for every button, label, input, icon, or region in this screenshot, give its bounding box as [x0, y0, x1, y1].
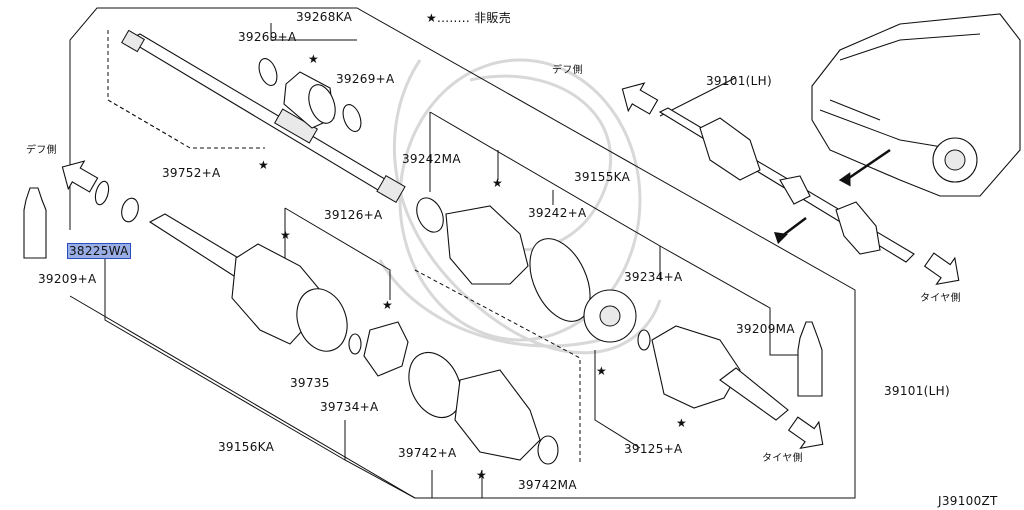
part-39209ma[interactable]: 39209MA	[736, 322, 795, 336]
watermark-logo	[378, 58, 662, 355]
not-sold-star: ★	[492, 176, 504, 190]
part-39735[interactable]: 39735	[290, 376, 330, 390]
assembled-axle	[658, 77, 915, 263]
part-39101-lh-right[interactable]: 39101(LH)	[884, 384, 950, 398]
diff-side-label-left: デフ側	[26, 145, 57, 156]
legend-star-text: ★........ 非販売	[426, 11, 511, 25]
part-39269-a-right[interactable]: 39269+A	[336, 72, 395, 86]
part-39209-a[interactable]: 39209+A	[38, 272, 97, 286]
boot-top	[258, 58, 362, 132]
part-39234-a[interactable]: 39234+A	[624, 270, 683, 284]
part-39742ma[interactable]: 39742MA	[518, 478, 577, 492]
part-39101-lh-top[interactable]: 39101(LH)	[706, 74, 772, 88]
part-39126-a[interactable]: 39126+A	[324, 208, 383, 222]
not-sold-star: ★	[596, 364, 608, 378]
part-39268ka[interactable]: 39268KA	[296, 10, 353, 24]
not-sold-star: ★	[308, 52, 320, 66]
part-39742-a[interactable]: 39742+A	[398, 446, 457, 460]
part-38225wa[interactable]: 38225WA	[67, 243, 131, 259]
dashed-groups	[107, 30, 581, 462]
boot-inner	[408, 352, 559, 465]
tire-side-label-right: タイヤ側	[920, 293, 961, 304]
not-sold-star: ★	[382, 298, 394, 312]
diagram-code: J39100ZT	[938, 494, 998, 508]
part-39155ka[interactable]: 39155KA	[574, 170, 631, 184]
drive-shaft-long	[121, 29, 406, 203]
diff-side-label-top: デフ側	[552, 65, 583, 76]
not-sold-star: ★	[280, 228, 292, 242]
outer-joint	[583, 289, 789, 421]
part-39734-a[interactable]: 39734+A	[320, 400, 379, 414]
not-sold-star: ★	[476, 468, 488, 482]
part-39242-a[interactable]: 39242+A	[528, 206, 587, 220]
not-sold-star: ★	[258, 158, 270, 172]
part-39752-a[interactable]: 39752+A	[162, 166, 221, 180]
plug-left	[23, 180, 139, 259]
inner-joint	[148, 213, 409, 377]
plug-right	[797, 321, 823, 397]
tire-side-label-bottom: タイヤ側	[762, 453, 803, 464]
vehicle-sketch	[811, 13, 1021, 197]
direction-arrows	[61, 82, 960, 450]
part-39125-a[interactable]: 39125+A	[624, 442, 683, 456]
boot-outer	[416, 197, 591, 322]
part-39242ma[interactable]: 39242MA	[402, 152, 461, 166]
part-39269-a-left[interactable]: 39269+A	[238, 30, 297, 44]
part-39156ka[interactable]: 39156KA	[218, 440, 275, 454]
not-sold-star: ★	[676, 416, 688, 430]
assembly-frame	[69, 7, 856, 499]
